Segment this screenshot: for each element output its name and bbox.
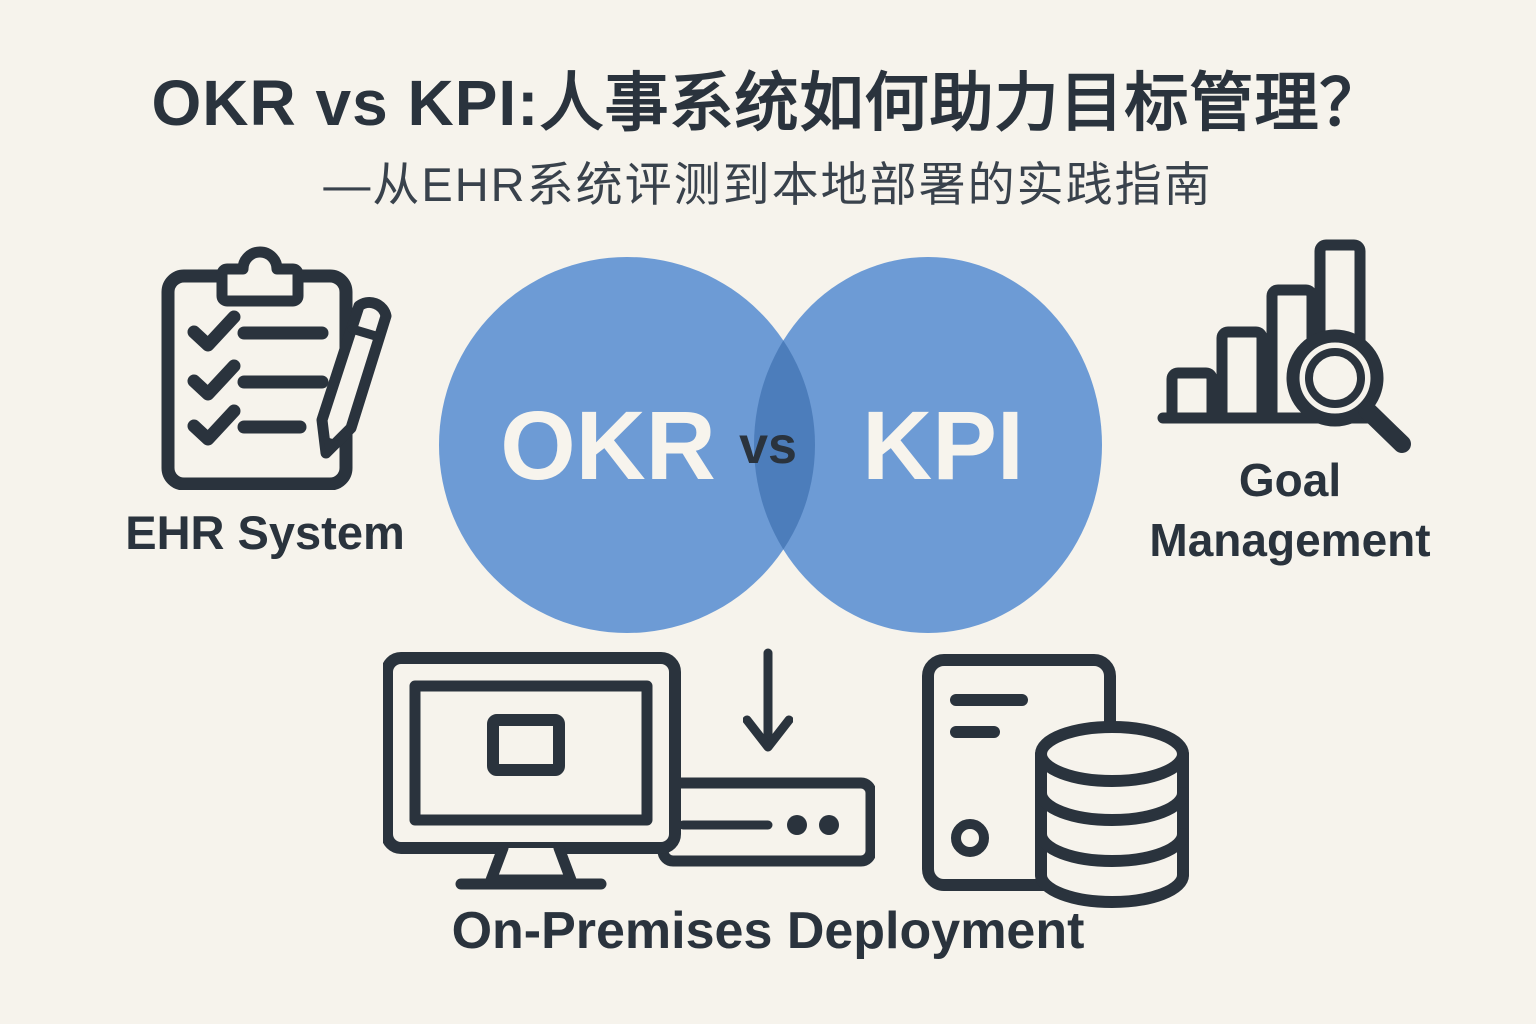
bar-chart-magnifier-icon (1155, 238, 1427, 468)
venn-vs-text: vs (739, 417, 797, 475)
ehr-system-label: EHR System (125, 506, 405, 559)
venn-circles (439, 257, 1102, 633)
monitor-server-icon (383, 650, 875, 895)
page-subtitle: —从EHR系统评测到本地部署的实践指南 (323, 158, 1213, 211)
server-tower-database-icon (918, 650, 1190, 908)
okr-kpi-venn-diagram: OKR vs KPI (438, 256, 1104, 634)
venn-kpi-text: KPI (862, 391, 1024, 500)
venn-circle-right (754, 257, 1102, 633)
page-title: OKR vs KPI:人事系统如何助力目标管理？ (151, 67, 1385, 139)
on-premises-deployment-label: On-Premises Deployment (451, 902, 1085, 960)
venn-circle-left (439, 257, 815, 633)
clipboard-checklist-pencil-icon (160, 240, 400, 490)
goal-management-label: Goal Management (1149, 454, 1431, 566)
down-arrow-icon (743, 648, 793, 763)
venn-okr-text: OKR (500, 391, 716, 500)
